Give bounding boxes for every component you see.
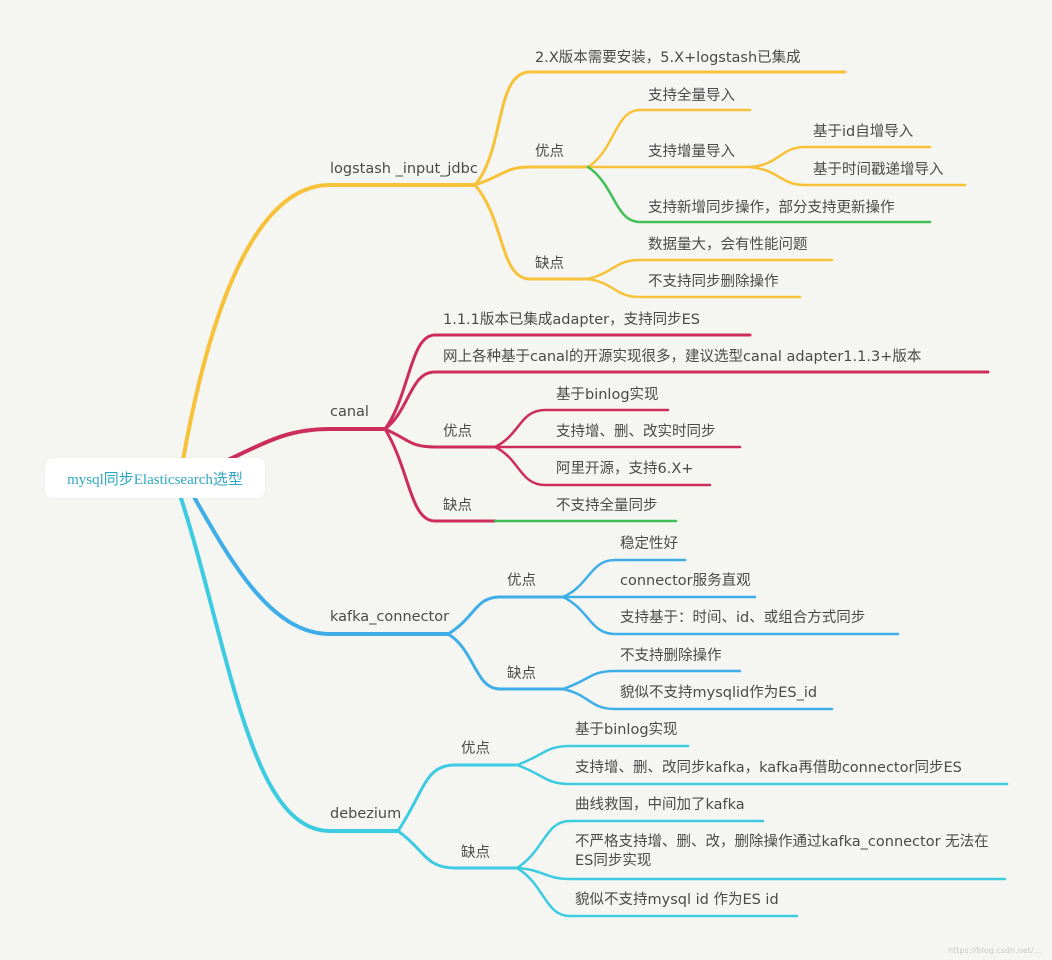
node-logstash-sync-ops[interactable]: 支持新增同步操作，部分支持更新操作 [648,200,895,216]
link-p2-p2b [748,165,967,187]
node-logstash-time-incr[interactable]: 基于时间戳递增导入 [813,162,944,178]
node-debezium[interactable]: debezium [330,806,402,822]
kafka-branch-lines [188,488,900,711]
link-root-debezium [178,493,400,833]
watermark: https://blog.csdn.net/... [948,946,1042,955]
node-logstash[interactable]: logstash _input_jdbc [330,161,478,177]
link-root-kafka [188,488,450,636]
link-debezium-p1 [515,744,690,767]
logstash-green-line [586,165,932,224]
node-kafka-stable[interactable]: 稳定性好 [620,536,678,552]
canal-branch-lines [226,333,990,523]
link-debezium-pros [396,763,519,833]
link-canal-pros [383,427,497,449]
link-logstash-cons [473,183,590,281]
node-debezium-binlog[interactable]: 基于binlog实现 [575,722,678,738]
node-canal-version[interactable]: 1.1.1版本已集成adapter，支持同步ES [443,312,701,328]
node-canal-pros[interactable]: 优点 [443,424,472,440]
root-label: mysql同步Elasticsearch选型 [67,471,243,488]
node-canal-cons[interactable]: 缺点 [443,498,472,514]
node-kafka-cons[interactable]: 缺点 [507,666,536,682]
link-root-canal [226,427,387,462]
link-cons-c2 [586,277,802,299]
node-logstash-version[interactable]: 2.X版本需要安装，5.X+logstash已集成 [535,50,801,66]
node-canal-realtime[interactable]: 支持增、删、改实时同步 [556,424,716,440]
node-logstash-incr-import[interactable]: 支持增量导入 [648,144,735,160]
node-canal[interactable]: canal [330,404,369,420]
node-debezium-to-kafka[interactable]: 支持增、删、改同步kafka，kafka再借助connector同步ES [575,760,962,776]
link-cons-c1 [586,258,834,281]
node-logstash-pros[interactable]: 优点 [535,144,564,160]
link-kafka-p3 [561,595,900,636]
link-debezium-c1 [515,819,765,870]
link-canal-n1 [383,333,752,431]
node-debezium-cons[interactable]: 缺点 [461,845,490,861]
link-logstash-n1 [473,70,847,187]
node-canal-alibaba[interactable]: 阿里开源，支持6.X+ [556,461,694,477]
link-debezium-c3 [515,866,799,918]
node-kafka-no-delete[interactable]: 不支持删除操作 [620,648,722,664]
node-kafka-sync-modes[interactable]: 支持基于：时间、id、或组合方式同步 [620,610,866,626]
link-kafka-p1 [561,558,687,599]
debezium-branch-lines [178,493,1009,918]
node-kafka-intuitive[interactable]: connector服务直观 [620,573,751,589]
link-debezium-cons [396,829,519,870]
link-pros-p3 [586,165,932,224]
node-canal-recommend[interactable]: 网上各种基于canal的开源实现很多，建议选型canal adapter1.1.… [443,349,922,365]
node-logstash-perf[interactable]: 数据量大，会有性能问题 [648,237,808,253]
node-canal-binlog[interactable]: 基于binlog实现 [556,387,659,403]
link-canal-cons [383,427,497,523]
link-pros-p1 [586,108,752,169]
node-debezium-via-kafka[interactable]: 曲线救国，中间加了kafka [575,797,745,813]
logstash-branch-lines [181,70,967,462]
root-node[interactable]: mysql同步Elasticsearch选型 [45,458,265,498]
node-logstash-id-incr[interactable]: 基于id自增导入 [813,124,914,140]
link-kafka-c1 [561,669,742,691]
node-kafka-no-mysqlid[interactable]: 貌似不支持mysqlid作为ES_id [620,685,818,701]
node-canal-no-full[interactable]: 不支持全量同步 [556,498,658,514]
node-logstash-no-delete[interactable]: 不支持同步删除操作 [648,274,779,290]
node-kafka[interactable]: kafka_connector [330,609,450,625]
node-debezium-pros[interactable]: 优点 [461,741,490,757]
link-debezium-p2 [515,763,1009,786]
link-kafka-cons [446,632,565,691]
link-root-logstash [181,183,477,462]
link-canal-p3 [493,445,712,487]
link-canal-p1 [493,408,670,449]
link-debezium-c2 [515,866,1007,881]
link-kafka-c2 [561,687,834,711]
link-p2-p2a [748,145,932,169]
link-canal-n2 [383,370,990,431]
node-kafka-pros[interactable]: 优点 [507,573,536,589]
link-kafka-pros [446,595,565,636]
link-logstash-pros [473,165,590,187]
node-logstash-full-import[interactable]: 支持全量导入 [648,88,735,104]
node-debezium-no-mysqlid[interactable]: 貌似不支持mysql id 作为ES id [575,892,779,908]
node-logstash-cons[interactable]: 缺点 [535,256,564,272]
node-debezium-no-strict-crud[interactable]: 不严格支持增、删、改，删除操作通过kafka_connector 无法在ES同步… [575,834,989,869]
